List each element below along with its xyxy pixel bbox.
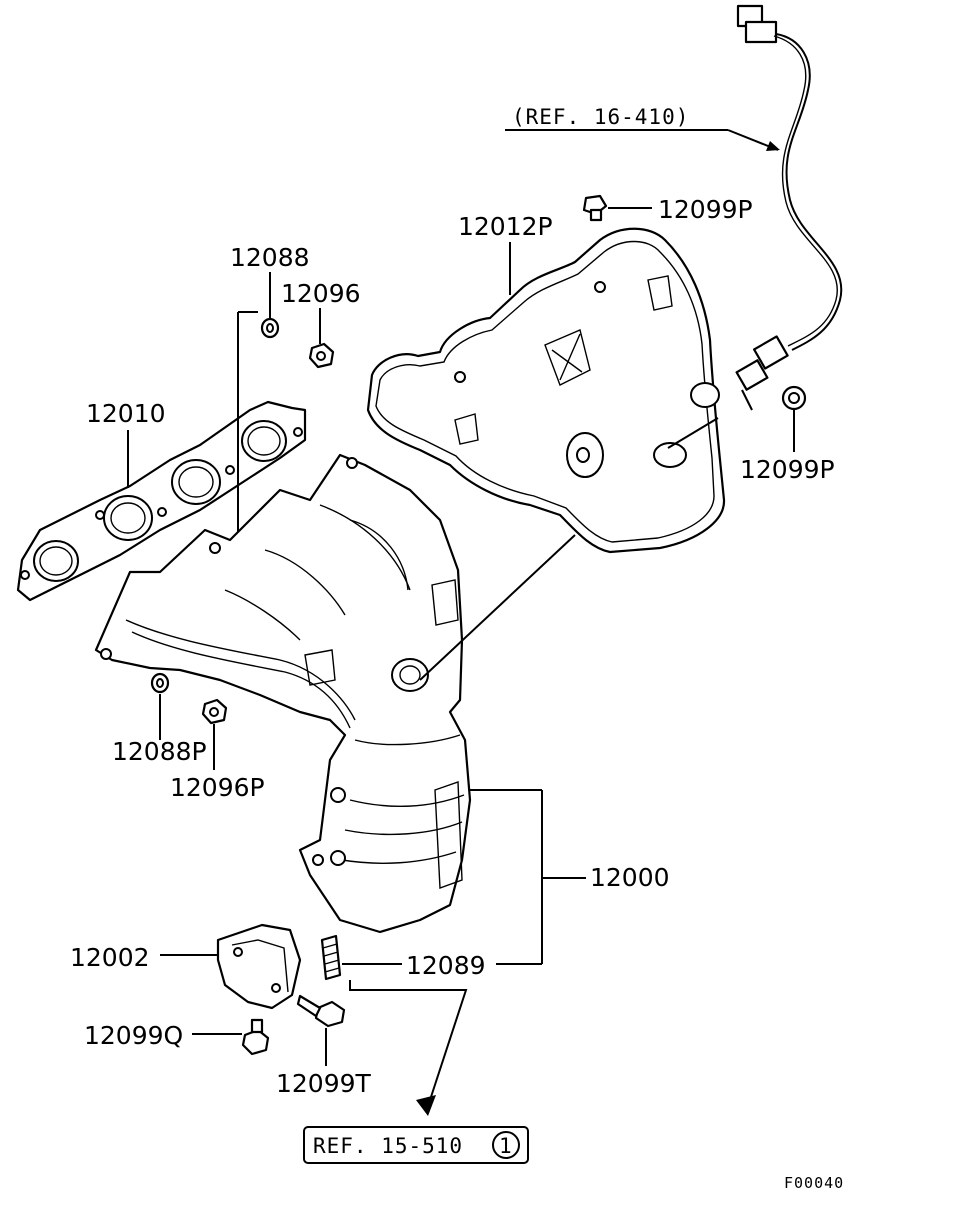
label-12089: 12089: [406, 951, 486, 980]
ref-16-410-callout: (REF. 16-410): [505, 105, 780, 151]
stud-12089: [320, 934, 342, 981]
label-12000: 12000: [590, 863, 670, 892]
washer-12088: [260, 317, 280, 339]
bolt-12099p-top: [582, 194, 608, 222]
label-12099p-top: 12099P: [658, 195, 753, 224]
washer-12088p: [150, 672, 170, 694]
figure-code: F00040: [784, 1174, 844, 1192]
heat-shield-12012p: [366, 227, 726, 554]
manifold-gasket-12010: [16, 400, 307, 602]
bolt-12099q: [241, 1018, 270, 1056]
label-12099q: 12099Q: [84, 1021, 183, 1050]
label-12099t: 12099T: [276, 1069, 372, 1098]
ref-16-410-label: (REF. 16-410): [512, 105, 689, 129]
label-12088p: 12088P: [112, 737, 207, 766]
label-12010: 12010: [86, 399, 166, 428]
bracket-12002: [216, 923, 302, 1010]
label-12012p: 12012P: [458, 212, 553, 241]
nut-12096p: [201, 698, 228, 725]
exhaust-manifold-12000: [94, 453, 472, 934]
bolt-12099t: [296, 994, 346, 1028]
label-12002: 12002: [70, 943, 150, 972]
label-12088: 12088: [230, 243, 310, 272]
label-12099p-right: 12099P: [740, 455, 835, 484]
ref-15-510-circle-number: 1: [499, 1134, 513, 1158]
label-12096p: 12096P: [170, 773, 265, 802]
oxygen-sensor: [735, 4, 843, 411]
nut-12096: [308, 342, 335, 369]
bolt-12099p-right: [781, 385, 807, 411]
label-12096: 12096: [281, 279, 361, 308]
ref-15-510-callout: REF. 15-510 1: [303, 980, 529, 1164]
ref-15-510-label: REF. 15-510: [313, 1134, 463, 1158]
